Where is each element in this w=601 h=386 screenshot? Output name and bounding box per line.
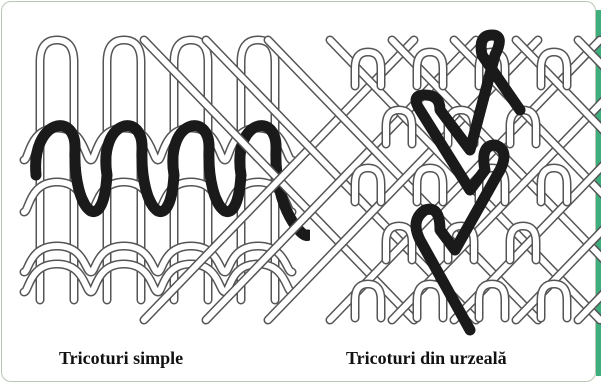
warp-knit-diagram (0, 0, 601, 340)
caption-weft-knit: Tricoturi simple (59, 348, 183, 369)
caption-warp-knit: Tricoturi din urzeală (346, 348, 507, 369)
